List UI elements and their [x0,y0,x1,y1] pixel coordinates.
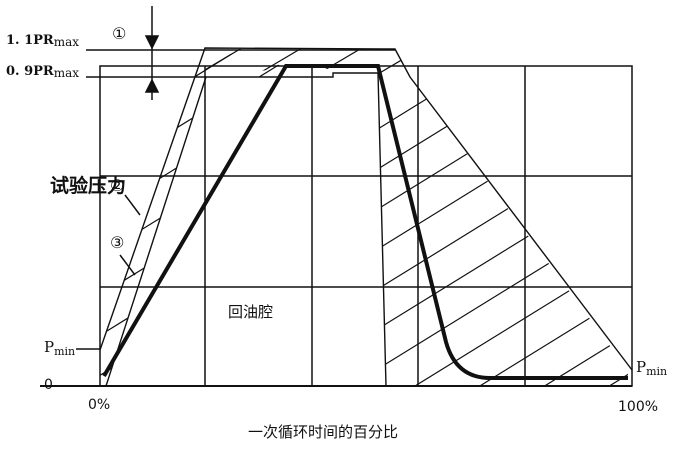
lower-limit-prefix: 0. 9PR [6,64,54,79]
pmin-left-sub: min [54,345,76,358]
arrow-up-icon [144,78,160,93]
marker-1: ① [112,24,127,43]
upper-limit-sub: max [53,35,80,49]
lower-envelope [105,72,387,387]
x-end-label: 100% [618,399,659,415]
lower-limit-sub: max [53,66,80,80]
envelope-lines [99,47,633,387]
lower-limit-label: 0. 9PRmax [6,64,80,80]
arrow-down-icon [144,35,160,50]
pmin-left-label: Pmin [44,338,76,358]
upper-limit-prefix: 1. 1PR [6,33,54,48]
leader-2 [124,194,141,216]
leader-3 [119,254,136,276]
grid-frame [99,65,633,387]
grid [99,65,633,387]
x-start-label: 0% [88,397,111,413]
annotation-arrows [119,6,160,276]
pmin-right-sub: min [646,365,668,378]
marker-2: ② [110,176,125,195]
upper-limit-label: 1. 1PRmax [6,33,80,49]
nominal-pressure-curve [102,64,628,380]
y-zero-label: 0 [44,377,53,393]
pmin-left-prefix: P [44,338,55,356]
upper-envelope [99,47,633,371]
return-chamber-label: 回油腔 [228,303,274,321]
marker-3: ③ [110,233,125,252]
reference-lines [40,49,632,387]
x-axis-label: 一次循环时间的百分比 [248,423,399,441]
pmin-right-prefix: P [636,358,647,376]
y-axis-label: 试验压力 [50,175,127,197]
pmin-right-label: Pmin [636,358,668,378]
